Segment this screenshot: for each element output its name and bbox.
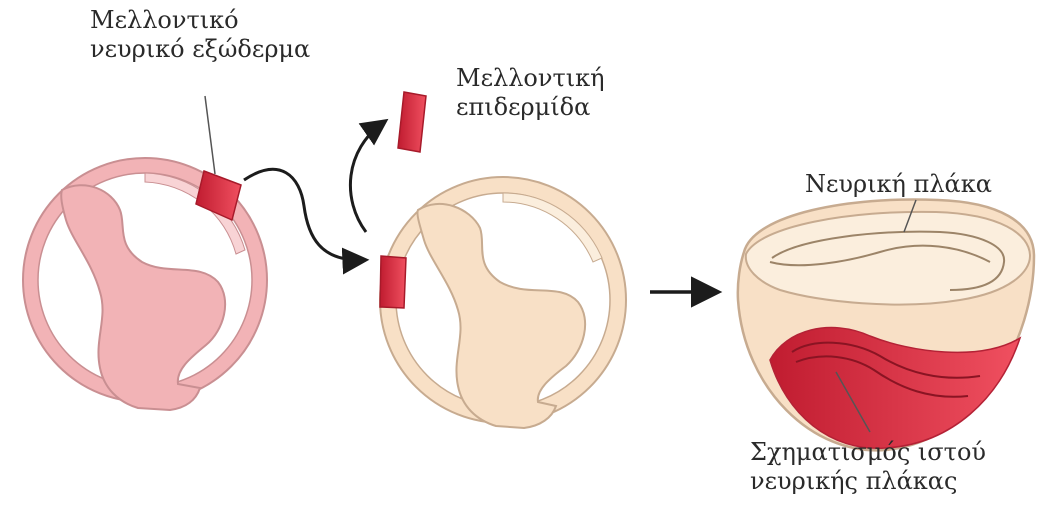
donor-embryo [23, 158, 267, 410]
host-grafted-region [380, 256, 406, 308]
leader-line-future-neural-ectoderm [205, 96, 215, 174]
host-embryo [380, 177, 626, 428]
label-future-epidermis-line2: επιδερμίδα [456, 93, 605, 122]
label-future-neural-ectoderm: Μελλοντικό νευρικό εξώδερμα [90, 6, 310, 64]
label-future-epidermis-line1: Μελλοντική [456, 64, 605, 93]
removed-epidermis-piece [398, 92, 426, 152]
label-future-neural-ectoderm-line1: Μελλοντικό [90, 6, 310, 35]
removal-arrow [350, 122, 384, 232]
label-future-neural-ectoderm-line2: νευρικό εξώδερμα [90, 35, 310, 64]
label-neural-plate-text: Νευρική πλάκα [805, 170, 992, 199]
label-future-epidermis: Μελλοντική επιδερμίδα [456, 64, 605, 122]
label-neural-plate: Νευρική πλάκα [805, 170, 992, 199]
label-neural-plate-tissue-formation: Σχηματισμός ιστού νευρικής πλάκας [750, 438, 986, 496]
resulting-embryo [738, 199, 1034, 450]
label-tissue-formation-line2: νευρικής πλάκας [750, 467, 986, 496]
label-tissue-formation-line1: Σχηματισμός ιστού [750, 438, 986, 467]
